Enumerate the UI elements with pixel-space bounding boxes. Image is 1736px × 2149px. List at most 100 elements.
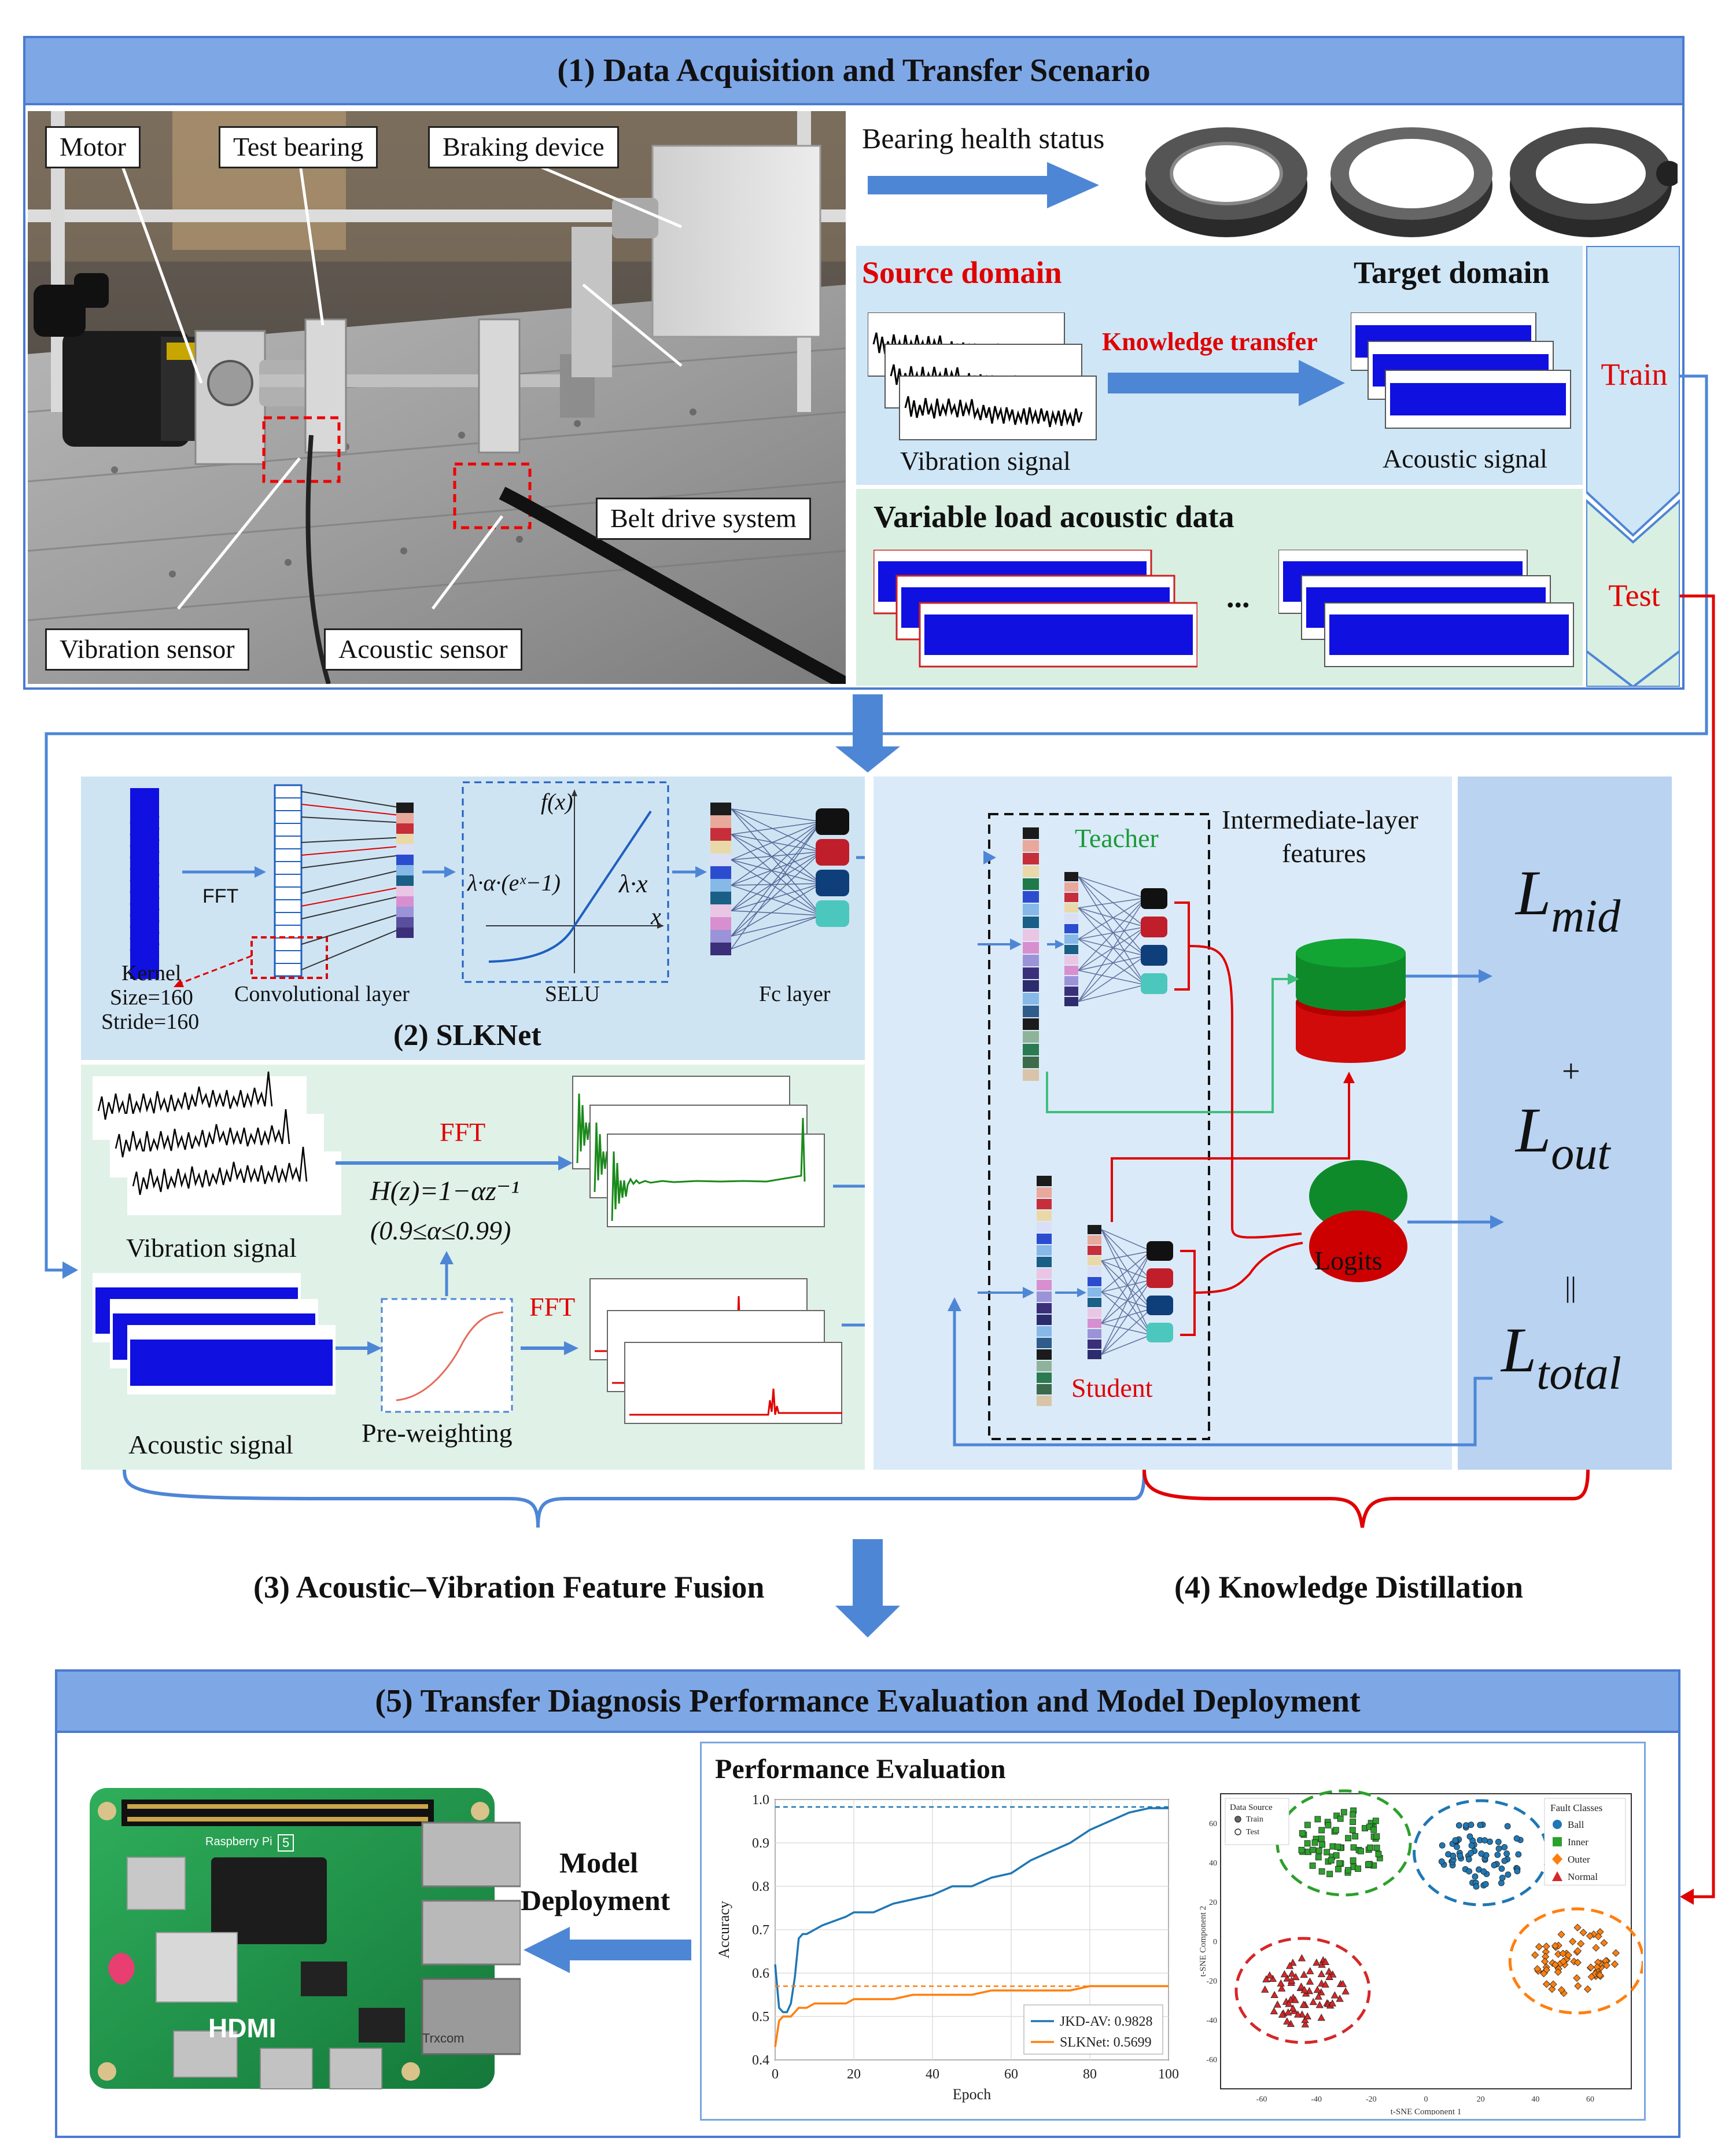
tsne-point — [1298, 1846, 1305, 1853]
slknet-conv-label: Convolutional layer — [234, 982, 410, 1006]
l-total-sub: total — [1536, 1348, 1621, 1399]
tsne-point — [1600, 1939, 1608, 1947]
tsne-point — [1350, 1857, 1357, 1864]
knowledge-transfer-arrow — [1108, 360, 1345, 406]
tsne-y-tick: -40 — [1206, 2016, 1217, 2025]
tsne-point — [1283, 2017, 1291, 2025]
tsne-point — [1273, 2000, 1282, 2008]
tsne-cluster-outline — [1234, 1937, 1371, 2044]
tsne-point — [1573, 1959, 1582, 1967]
target-acoustic-waveforms — [1351, 312, 1571, 429]
tsne-class-legend-marker — [1552, 1853, 1562, 1865]
deployment-label: Deployment — [521, 1884, 670, 1916]
target-acoustic-signal-label: Acoustic signal — [1383, 444, 1547, 473]
tsne-point — [1306, 1967, 1314, 1974]
green-spectrum-stack — [572, 1076, 825, 1227]
slknet-fft-label: FFT — [202, 885, 239, 907]
plus-sign: + — [1562, 1054, 1580, 1090]
tsne-point — [1468, 1850, 1474, 1856]
tsne-y-tick: -60 — [1206, 2056, 1217, 2065]
tsne-point — [1495, 1845, 1502, 1852]
tsne-y-tick: 20 — [1209, 1898, 1217, 1907]
tsne-point — [1373, 1845, 1380, 1851]
tsne-point — [1612, 1949, 1620, 1957]
fusion-vibration-waveforms — [93, 1071, 341, 1215]
tsne-point — [1450, 1852, 1457, 1859]
tsne-point — [1350, 1844, 1357, 1851]
tsne-point — [1577, 1940, 1585, 1948]
tsne-point — [1298, 1954, 1306, 1962]
model-label: Model — [559, 1846, 639, 1879]
tsne-point — [1300, 1970, 1308, 1978]
tsne-point — [1540, 1970, 1548, 1978]
board-chip-label: Trxcom — [422, 2031, 465, 2045]
tsne-point — [1514, 1868, 1521, 1875]
accuracy-y-tick: 0.9 — [752, 1836, 769, 1851]
section3-title: (3) Acoustic–Vibration Feature Fusion — [253, 1570, 765, 1605]
source-domain-label: Source domain — [862, 255, 1062, 290]
tsne-point — [1304, 1822, 1311, 1828]
section4-title: (4) Knowledge Distillation — [1174, 1570, 1523, 1605]
pre-weighting-label: Pre-weighting — [362, 1418, 513, 1448]
accuracy-x-tick: 0 — [772, 2067, 779, 2082]
tsne-point — [1326, 1871, 1333, 1878]
tsne-point — [1309, 1862, 1316, 1869]
tsne-point — [1515, 1851, 1522, 1858]
l-total-loss: Ltotal — [1501, 1313, 1621, 1400]
train-label: Train — [1601, 357, 1668, 392]
tsne-point — [1472, 1873, 1479, 1880]
accuracy-x-tick: 20 — [847, 2067, 861, 2082]
tsne-point — [1319, 1841, 1326, 1848]
tsne-point — [1328, 1999, 1336, 2007]
fusion-diagram — [93, 1071, 865, 1424]
tsne-source-legend-label: Train — [1246, 1815, 1263, 1824]
tsne-point — [1494, 1852, 1501, 1859]
tsne-point — [1491, 1862, 1498, 1868]
l-out-loss: Lout — [1516, 1094, 1610, 1180]
tsne-point — [1261, 1985, 1269, 1993]
tsne-point — [1373, 1833, 1380, 1840]
variable-load-waveforms-right — [1278, 550, 1574, 667]
tsne-point — [1573, 1923, 1582, 1931]
tsne-point — [1549, 1980, 1557, 1988]
slknet-panel — [81, 777, 865, 1060]
tsne-point — [1531, 1951, 1539, 1959]
accuracy-y-tick: 0.8 — [752, 1879, 769, 1894]
equals-sign: || — [1565, 1271, 1577, 1303]
tsne-point — [1318, 1827, 1325, 1834]
tsne-point — [1468, 1822, 1475, 1828]
tsne-point — [1303, 2012, 1311, 2020]
accuracy-series-line — [774, 1985, 1169, 2047]
tsne-cluster-outline — [1508, 1907, 1643, 2015]
tsne-point — [1289, 2004, 1297, 2012]
tsne-point — [1559, 1957, 1568, 1966]
accuracy-y-label: Accuracy — [716, 1901, 732, 1959]
tsne-point — [1277, 1984, 1286, 1992]
tsne-point — [1297, 1982, 1306, 1990]
tsne-point — [1466, 1868, 1473, 1875]
label-belt-drive: Belt drive system — [596, 498, 811, 540]
tsne-point — [1317, 2014, 1325, 2021]
tsne-point — [1542, 1942, 1550, 1951]
tsne-point — [1278, 2010, 1287, 2018]
tsne-point — [1503, 1850, 1510, 1857]
tsne-point — [1557, 1986, 1565, 1994]
tsne-point — [1372, 1817, 1379, 1824]
tsne-point — [1480, 1868, 1487, 1875]
tsne-point — [1504, 1823, 1511, 1830]
slknet-input-waveform — [130, 788, 160, 979]
tsne-point — [1477, 1822, 1484, 1828]
variable-load-ellipsis: ... — [1226, 579, 1250, 614]
distill-diagram — [948, 813, 1504, 1447]
tsne-point — [1551, 1942, 1559, 1950]
accuracy-series-line — [774, 1807, 1169, 2014]
tsne-point — [1318, 1835, 1325, 1842]
tsne-point — [1457, 1852, 1464, 1859]
tsne-class-legend-label: Inner — [1568, 1837, 1588, 1848]
tsne-class-legend-marker — [1552, 1871, 1562, 1881]
tsne-class-legend-marker — [1553, 1820, 1562, 1829]
tsne-point — [1375, 1850, 1382, 1857]
test-label: Test — [1608, 578, 1660, 613]
tsne-point — [1592, 1944, 1600, 1952]
